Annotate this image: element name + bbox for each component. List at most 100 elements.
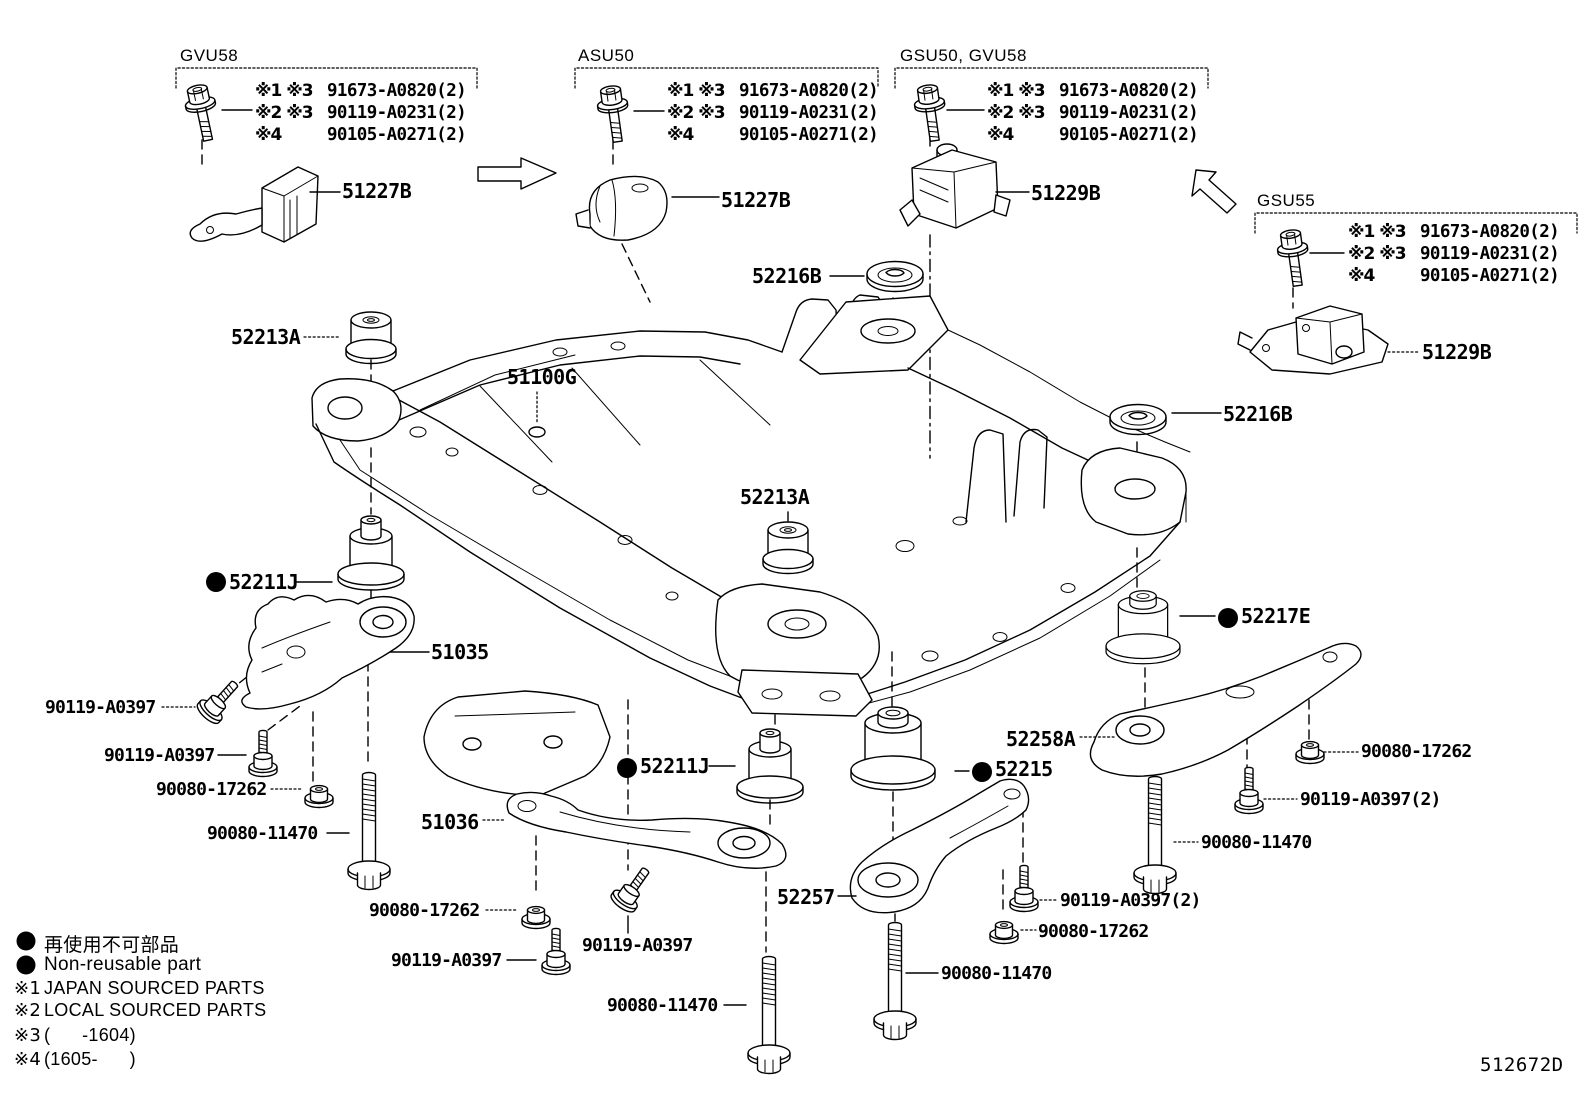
nut-90080-r-drawing	[1295, 740, 1325, 765]
source-marks: ※2 ※3	[1348, 244, 1407, 264]
bolt2-90119-m-drawing	[1009, 864, 1039, 913]
source-marks: ※4	[1348, 266, 1375, 286]
fastener-label-90080-11470-m: 90080-11470	[607, 995, 718, 1016]
source-marks: ※2 ※3	[667, 103, 726, 123]
variant-title-asu50: ASU50	[578, 46, 635, 65]
reference-mark-4: ※4	[14, 1049, 42, 1070]
variant-title-gsu55: GSU55	[1257, 191, 1316, 210]
legend-non-reusable-dot	[16, 955, 36, 975]
bolt-90119-m2-drawing	[607, 860, 659, 916]
bolt-asu50-drawing	[594, 83, 634, 145]
part-number: 90105-A0271(2)	[739, 125, 879, 145]
variant-bracket-gvu58	[175, 67, 478, 89]
legend-item-3-text: ( -1604)	[44, 1025, 136, 1045]
cushion-52211j-mid-drawing	[736, 728, 804, 804]
legend-item-2-text: LOCAL SOURCED PARTS	[44, 1000, 267, 1020]
part-label-52257: 52257	[777, 885, 835, 909]
non-reusable-dot	[1218, 608, 1238, 628]
part-label-51227b-gvu58: 51227B	[342, 179, 412, 203]
bracket-51227b-asu50-drawing	[575, 175, 668, 241]
washer-52216b-top-drawing	[866, 260, 924, 293]
part-number: 91673-A0820(2)	[1059, 81, 1199, 101]
nut-90080-m2-drawing	[989, 920, 1019, 945]
non-reusable-dot	[206, 572, 226, 592]
part-label-52258a: 52258A	[1006, 727, 1076, 751]
diagram-code: 512672D	[1480, 1054, 1564, 1076]
fitting-row: ※1 ※3 91673-A0820(2)	[255, 81, 467, 101]
part-number: 90105-A0271(2)	[327, 125, 467, 145]
variant-bracket-gsu50-gvu58	[894, 67, 1209, 89]
brace-51035-drawing	[241, 594, 415, 710]
brace-52257-drawing	[849, 778, 1030, 914]
part-label-51229b-gsu55: 51229B	[1422, 340, 1492, 364]
fastener-label-90119x2-r: 90119-A0397(2)	[1300, 789, 1441, 810]
fastener-label-90080-11470-r: 90080-11470	[1201, 832, 1312, 853]
subframe-drawing	[311, 294, 1191, 797]
cushion-52213a-mid-drawing	[762, 521, 814, 575]
fitting-row: ※4 90105-A0271(2)	[255, 125, 467, 145]
bolt-90119-l1-drawing	[193, 672, 247, 728]
bracket-51227b-gvu58-drawing	[189, 166, 319, 243]
legend-item-4: ※4(1605- )	[14, 1049, 136, 1070]
longbolt-l-drawing	[347, 771, 391, 891]
fastener-label-90080-17262-l: 90080-17262	[156, 779, 267, 800]
fastener-label-90119-m1: 90119-A0397	[391, 950, 502, 971]
fastener-label-90080-17262-m: 90080-17262	[369, 900, 480, 921]
fastener-label-90119-l1: 90119-A0397	[45, 697, 156, 718]
part-label-52216b-right: 52216B	[1223, 402, 1293, 426]
longbolt-m-drawing	[747, 955, 791, 1075]
part-label-52215: 52215	[995, 757, 1053, 781]
legend-item-4-text: (1605- )	[44, 1049, 136, 1069]
cushion-52213a-left-drawing	[345, 311, 397, 365]
bolt-90119-m1-drawing	[541, 927, 571, 976]
legend-non-reusable-jp: 再使用不可部品	[44, 935, 180, 956]
part-number: 91673-A0820(2)	[1420, 222, 1560, 242]
part-label-51036: 51036	[421, 810, 479, 834]
brace-52258a-drawing	[1089, 642, 1362, 777]
fastener-label-90119-l2: 90119-A0397	[104, 745, 215, 766]
legend-item-1-text: JAPAN SOURCED PARTS	[44, 978, 265, 998]
fitting-row: ※2 ※3 90119-A0231(2)	[1348, 244, 1560, 264]
reference-mark-1: ※1	[14, 978, 42, 999]
cushion-52217e-drawing	[1105, 590, 1181, 665]
cushion-52211j-left-drawing	[337, 515, 405, 591]
part-number: 90105-A0271(2)	[1059, 125, 1199, 145]
fastener-label-90080-11470-l: 90080-11470	[207, 823, 318, 844]
washer-52216b-right-drawing	[1109, 403, 1167, 436]
fastener-label-90119x2-m: 90119-A0397(2)	[1060, 890, 1201, 911]
bracket-51229b-gsu50-drawing	[899, 143, 1011, 229]
leader-lines-dotted	[161, 336, 1421, 931]
fitting-row: ※4 90105-A0271(2)	[987, 125, 1199, 145]
part-label-52216b-top: 52216B	[752, 264, 822, 288]
fastener-label-90080-17262-m2: 90080-17262	[1038, 921, 1149, 942]
fitting-row: ※1 ※3 91673-A0820(2)	[987, 81, 1199, 101]
source-marks: ※1 ※3	[255, 81, 314, 101]
part-number: 90119-A0231(2)	[1059, 103, 1199, 123]
legend-non-reusable-en: Non-reusable part	[44, 954, 202, 975]
nut-90080-l-drawing	[304, 784, 334, 809]
source-marks: ※1 ※3	[987, 81, 1046, 101]
part-number: 91673-A0820(2)	[739, 81, 879, 101]
part-label-51227b-asu50: 51227B	[721, 188, 791, 212]
source-marks: ※4	[987, 125, 1014, 145]
part-number: 91673-A0820(2)	[327, 81, 467, 101]
part-label-52211j-mid: 52211J	[640, 754, 710, 778]
part-number: 90119-A0231(2)	[1420, 244, 1560, 264]
part-label-52213a-left: 52213A	[231, 325, 301, 349]
part-label-52217e: 52217E	[1241, 604, 1311, 628]
reference-mark-2: ※2	[14, 1000, 42, 1021]
part-label-52213a-mid: 52213A	[740, 485, 810, 509]
bracket-51229b-gsu55-drawing	[1237, 305, 1389, 375]
source-marks: ※4	[255, 125, 282, 145]
legend-non-reusable-dot	[16, 931, 36, 951]
part-number: 90105-A0271(2)	[1420, 266, 1560, 286]
part-label-51100g: 51100G	[507, 365, 577, 389]
